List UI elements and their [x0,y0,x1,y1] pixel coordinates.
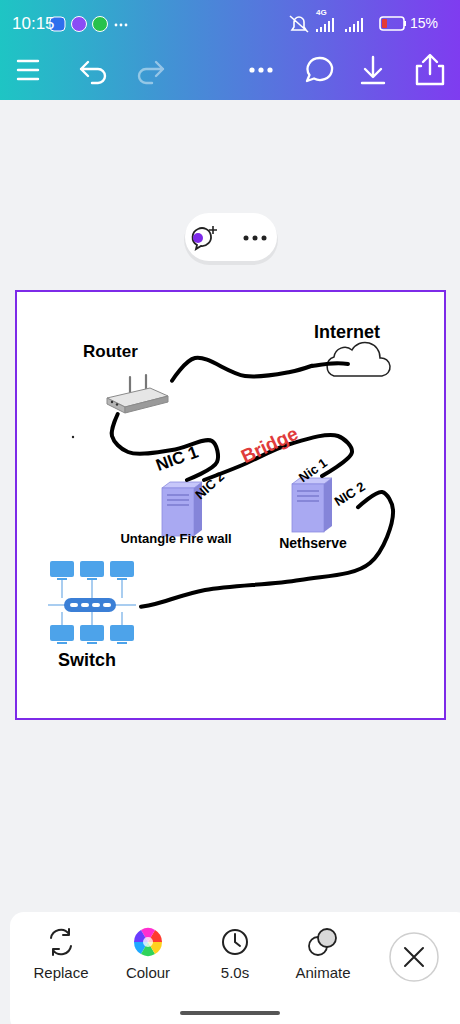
router-front [107,398,125,413]
server-bay [297,491,319,501]
signal-bars [316,18,334,32]
server-node: Nethserve [268,476,358,554]
app-icon [93,17,108,32]
computer-stand [57,579,127,643]
status-time: 10:15 [12,14,55,34]
network-cable [172,358,312,381]
animate-icon [318,929,336,947]
computer-icon [50,561,74,577]
computer-icon [110,561,134,577]
hub-port [103,603,111,607]
battery-level [382,19,387,28]
cloud-icon [327,342,390,376]
switch-wiring [48,580,136,626]
replace-icon [51,929,71,955]
computer-icon [50,625,74,641]
port-label: Nic 1 [296,456,330,486]
plus-icon [209,226,217,234]
router-side [125,396,168,413]
comment-add-dot [193,233,203,243]
network-cable [141,492,393,607]
close-icon [405,948,423,966]
bottom-panel [10,912,460,1024]
computer-icon [80,625,104,641]
router-node: Router [80,340,172,414]
more-icon [244,236,249,241]
status-dot [120,24,123,27]
router-port [111,401,113,403]
more-icon [262,236,267,241]
signal-bars [345,18,363,32]
more-icon [253,236,258,241]
more-icon [258,67,263,72]
hub-port [92,603,100,607]
comment-add-icon [193,228,211,249]
comment-icon [307,58,332,81]
hub-port [81,603,89,607]
home-indicator [180,1011,280,1015]
switch-node: Switch [45,556,141,674]
network-type: 4G [316,8,327,17]
port-label: NIC 2 [332,480,368,510]
server-node: Untangle Fire wall [108,480,244,550]
app-icon [72,17,87,32]
clock-icon [223,930,247,954]
server-bay [167,495,189,505]
status-dot [125,24,128,27]
cable [312,363,348,366]
hub-port [70,603,78,607]
more-icon [249,67,254,72]
computer-icon [110,625,134,641]
computer-icon [80,561,104,577]
hub-icon [64,598,116,612]
stray-dot [72,436,74,438]
download-icon [362,57,384,83]
port-label: NIC 1 [153,442,201,475]
cloud-node: Internet [312,318,394,380]
node-label: Switch [58,650,116,671]
menu-icon [18,61,38,79]
colour-wheel-center [143,937,153,947]
port-label: NIC 2 [193,470,228,503]
server-front [162,488,194,536]
battery-percent: 15% [410,15,438,31]
node-label: Untangle Fire wall [108,532,244,547]
toolbar-label: Colour [98,964,198,981]
server-side [324,478,332,532]
toolbar-label: Replace [11,964,111,981]
share-icon [417,55,443,84]
router-port [116,403,118,405]
app-header [0,0,460,100]
node-label: Internet [314,322,380,343]
battery-icon [380,17,404,30]
edge-label: Bridge [238,423,302,468]
floating-pill [185,213,277,261]
node-label: Nethserve [268,535,358,551]
canvas-page [16,291,445,719]
mute-icon [290,16,308,32]
close-button [390,933,438,981]
network-cable [112,414,218,480]
more-icon [267,67,272,72]
toolbar-label: Animate [273,964,373,981]
battery-tip [404,21,406,26]
undo-icon [81,62,105,83]
redo-icon [139,62,163,83]
status-dot [115,24,118,27]
server-front [292,484,324,532]
clock-hands [235,934,240,946]
node-label: Router [83,342,138,362]
toolbar-label: 5.0s [185,964,285,981]
